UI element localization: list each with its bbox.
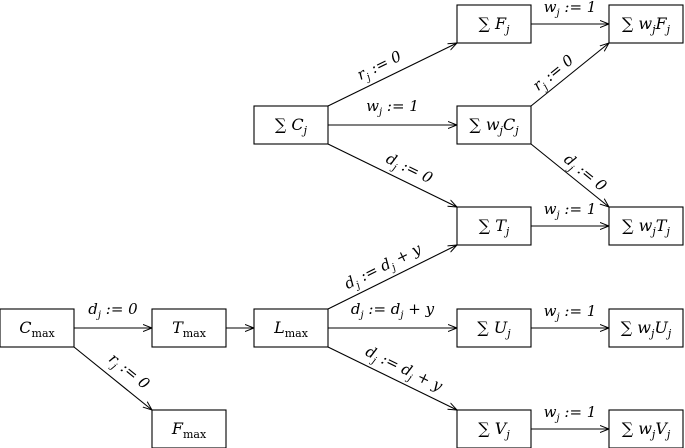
node-label: Cmax: [19, 318, 55, 340]
edge-lmax-sumt: dj := dj + y: [327, 239, 457, 310]
node-box: [608, 4, 684, 44]
edge-sumc-sumt: dj := 0: [327, 143, 457, 207]
node-sumwf: ∑ wjFj: [608, 4, 684, 44]
node-box: [608, 206, 684, 246]
node-label: Tmax: [172, 318, 207, 340]
node-sumwu: ∑ wjUj: [608, 308, 684, 348]
edge-sumv-sumwv: wj := 1: [531, 403, 609, 429]
node-sumwt: ∑ wjTj: [608, 206, 684, 246]
node-tmax: Tmax: [151, 308, 227, 348]
edge-label: dj := 0: [559, 150, 611, 198]
node-sumu: ∑ Uj: [456, 308, 532, 348]
node-sumv: ∑ Vj: [456, 409, 532, 448]
edge-arrow: [327, 245, 457, 310]
node-cmax: Cmax: [0, 308, 75, 348]
edge-label: wj := 1: [544, 403, 597, 424]
edge-sumt-sumwt: wj := 1: [531, 200, 609, 226]
edge-arrow: [327, 43, 457, 107]
node-label: ∑ wjVj: [622, 419, 671, 441]
edge-cmax-fmax: rj := 0: [73, 346, 154, 410]
edge-lmax-sumv: dj := dj + y: [327, 342, 457, 410]
node-label: ∑ Cj: [275, 115, 308, 137]
edge-arrow: [327, 346, 457, 410]
edge-label: dj := 0: [88, 300, 138, 321]
node-label: ∑ wjUj: [621, 318, 672, 340]
edge-arrow: [530, 43, 609, 107]
edge-sumf-sumwf: wj := 1: [531, 0, 609, 24]
node-label: Lmax: [273, 318, 309, 340]
node-box: [456, 308, 532, 348]
node-label: ∑ Fj: [478, 14, 510, 36]
node-box: [608, 409, 684, 448]
edge-label: wj := 1: [544, 0, 597, 19]
node-label: ∑ Tj: [479, 216, 510, 238]
node-label: ∑ wjFj: [622, 14, 671, 36]
edge-sumu-sumwu: wj := 1: [531, 302, 609, 328]
node-box: [253, 308, 329, 348]
edge-label: wj := 1: [366, 97, 419, 118]
edge-label: wj := 1: [544, 302, 597, 323]
edge-sumwc-sumwt: dj := 0: [530, 143, 611, 207]
node-box: [608, 308, 684, 348]
edge-label: rj := 0: [103, 349, 153, 395]
node-box: [151, 308, 227, 348]
node-box: [151, 409, 227, 448]
node-label: ∑ Vj: [478, 419, 510, 441]
edge-arrow: [73, 346, 152, 410]
node-box: [456, 4, 532, 44]
edge-label: wj := 1: [544, 200, 597, 221]
node-label: Fmax: [171, 419, 207, 441]
node-sumt: ∑ Tj: [456, 206, 532, 246]
edge-label: dj := dj + y: [351, 300, 435, 321]
edge-cmax-tmax: dj := 0: [74, 300, 152, 328]
node-lmax: Lmax: [253, 308, 329, 348]
edge-sumwc-sumwf: rj := 0: [529, 43, 609, 107]
node-sumwv: ∑ wjVj: [608, 409, 684, 448]
edge-label: dj := dj + y: [341, 239, 425, 295]
node-box: [253, 105, 329, 145]
node-box: [456, 409, 532, 448]
node-box: [456, 206, 532, 246]
edge-sumc-sumwc: wj := 1: [328, 97, 457, 125]
node-label: ∑ wjCj: [469, 115, 519, 137]
edge-arrow: [530, 143, 609, 207]
node-sumc: ∑ Cj: [253, 105, 329, 145]
node-sumwc: ∑ wjCj: [456, 105, 532, 145]
node-box: [456, 105, 532, 145]
node-sumf: ∑ Fj: [456, 4, 532, 44]
node-box: [0, 308, 75, 348]
edge-lmax-sumu: dj := dj + y: [328, 300, 457, 328]
node-label: ∑ Uj: [477, 318, 511, 340]
node-label: ∑ wjTj: [622, 216, 670, 238]
edge-arrow: [327, 143, 457, 207]
node-fmax: Fmax: [151, 409, 227, 448]
